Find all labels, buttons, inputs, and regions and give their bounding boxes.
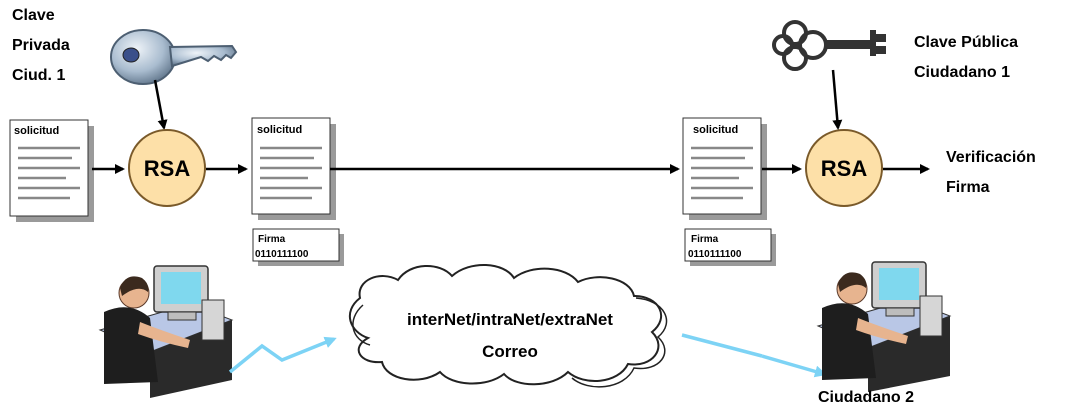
key-to-rsa-arrow-right <box>831 69 843 130</box>
rsa-label-sign: RSA <box>144 156 191 181</box>
document-icon: solicitud <box>682 117 767 220</box>
network-label-line2: Correo <box>482 342 538 361</box>
firma-bits-received: 0110111100 <box>688 249 742 260</box>
key-to-rsa-arrow-left <box>153 79 168 130</box>
document-icon: solicitud <box>9 119 94 222</box>
antique-key-icon <box>772 20 886 71</box>
doc-title-original: solicitud <box>14 125 59 137</box>
network-link-right <box>681 333 763 358</box>
rsa-label-verify: RSA <box>821 156 868 181</box>
firma-label-sent: Firma <box>258 234 286 245</box>
signature-block-received: Firma 0110111100 <box>684 228 776 266</box>
sender-key-label-line1: Clave <box>12 7 55 24</box>
doc-title-received: solicitud <box>693 124 738 136</box>
result-label-line1: Verificación <box>946 149 1036 166</box>
silver-key-icon <box>110 29 238 85</box>
computer-user-icon <box>816 261 952 392</box>
document-icon: solicitud <box>251 117 336 220</box>
signature-block-sent: Firma 0110111100 <box>252 228 344 266</box>
network-cloud-icon: interNet/intraNet/extraNet Correo <box>348 263 668 388</box>
receiver-key-label-line1: Clave Pública <box>914 34 1018 51</box>
network-label-line1: interNet/intraNet/extraNet <box>407 310 613 329</box>
receiver-key-label-line2: Ciudadano 1 <box>914 64 1010 81</box>
rsa-circle-sign: RSA <box>128 129 206 207</box>
rsa-circle-verify: RSA <box>805 129 883 207</box>
network-link-right-arrow <box>761 354 827 378</box>
sender-key-label-line2: Privada <box>12 37 70 54</box>
sender-key-label-line3: Ciud. 1 <box>12 67 65 84</box>
doc-title-signed: solicitud <box>257 124 302 136</box>
result-label-line2: Firma <box>946 179 990 196</box>
computer-user-icon <box>98 265 234 398</box>
firma-label-received: Firma <box>691 234 719 245</box>
receiver-name-label: Ciudadano 2 <box>818 389 914 406</box>
firma-bits-sent: 0110111100 <box>255 249 309 260</box>
network-link-left <box>228 336 337 374</box>
